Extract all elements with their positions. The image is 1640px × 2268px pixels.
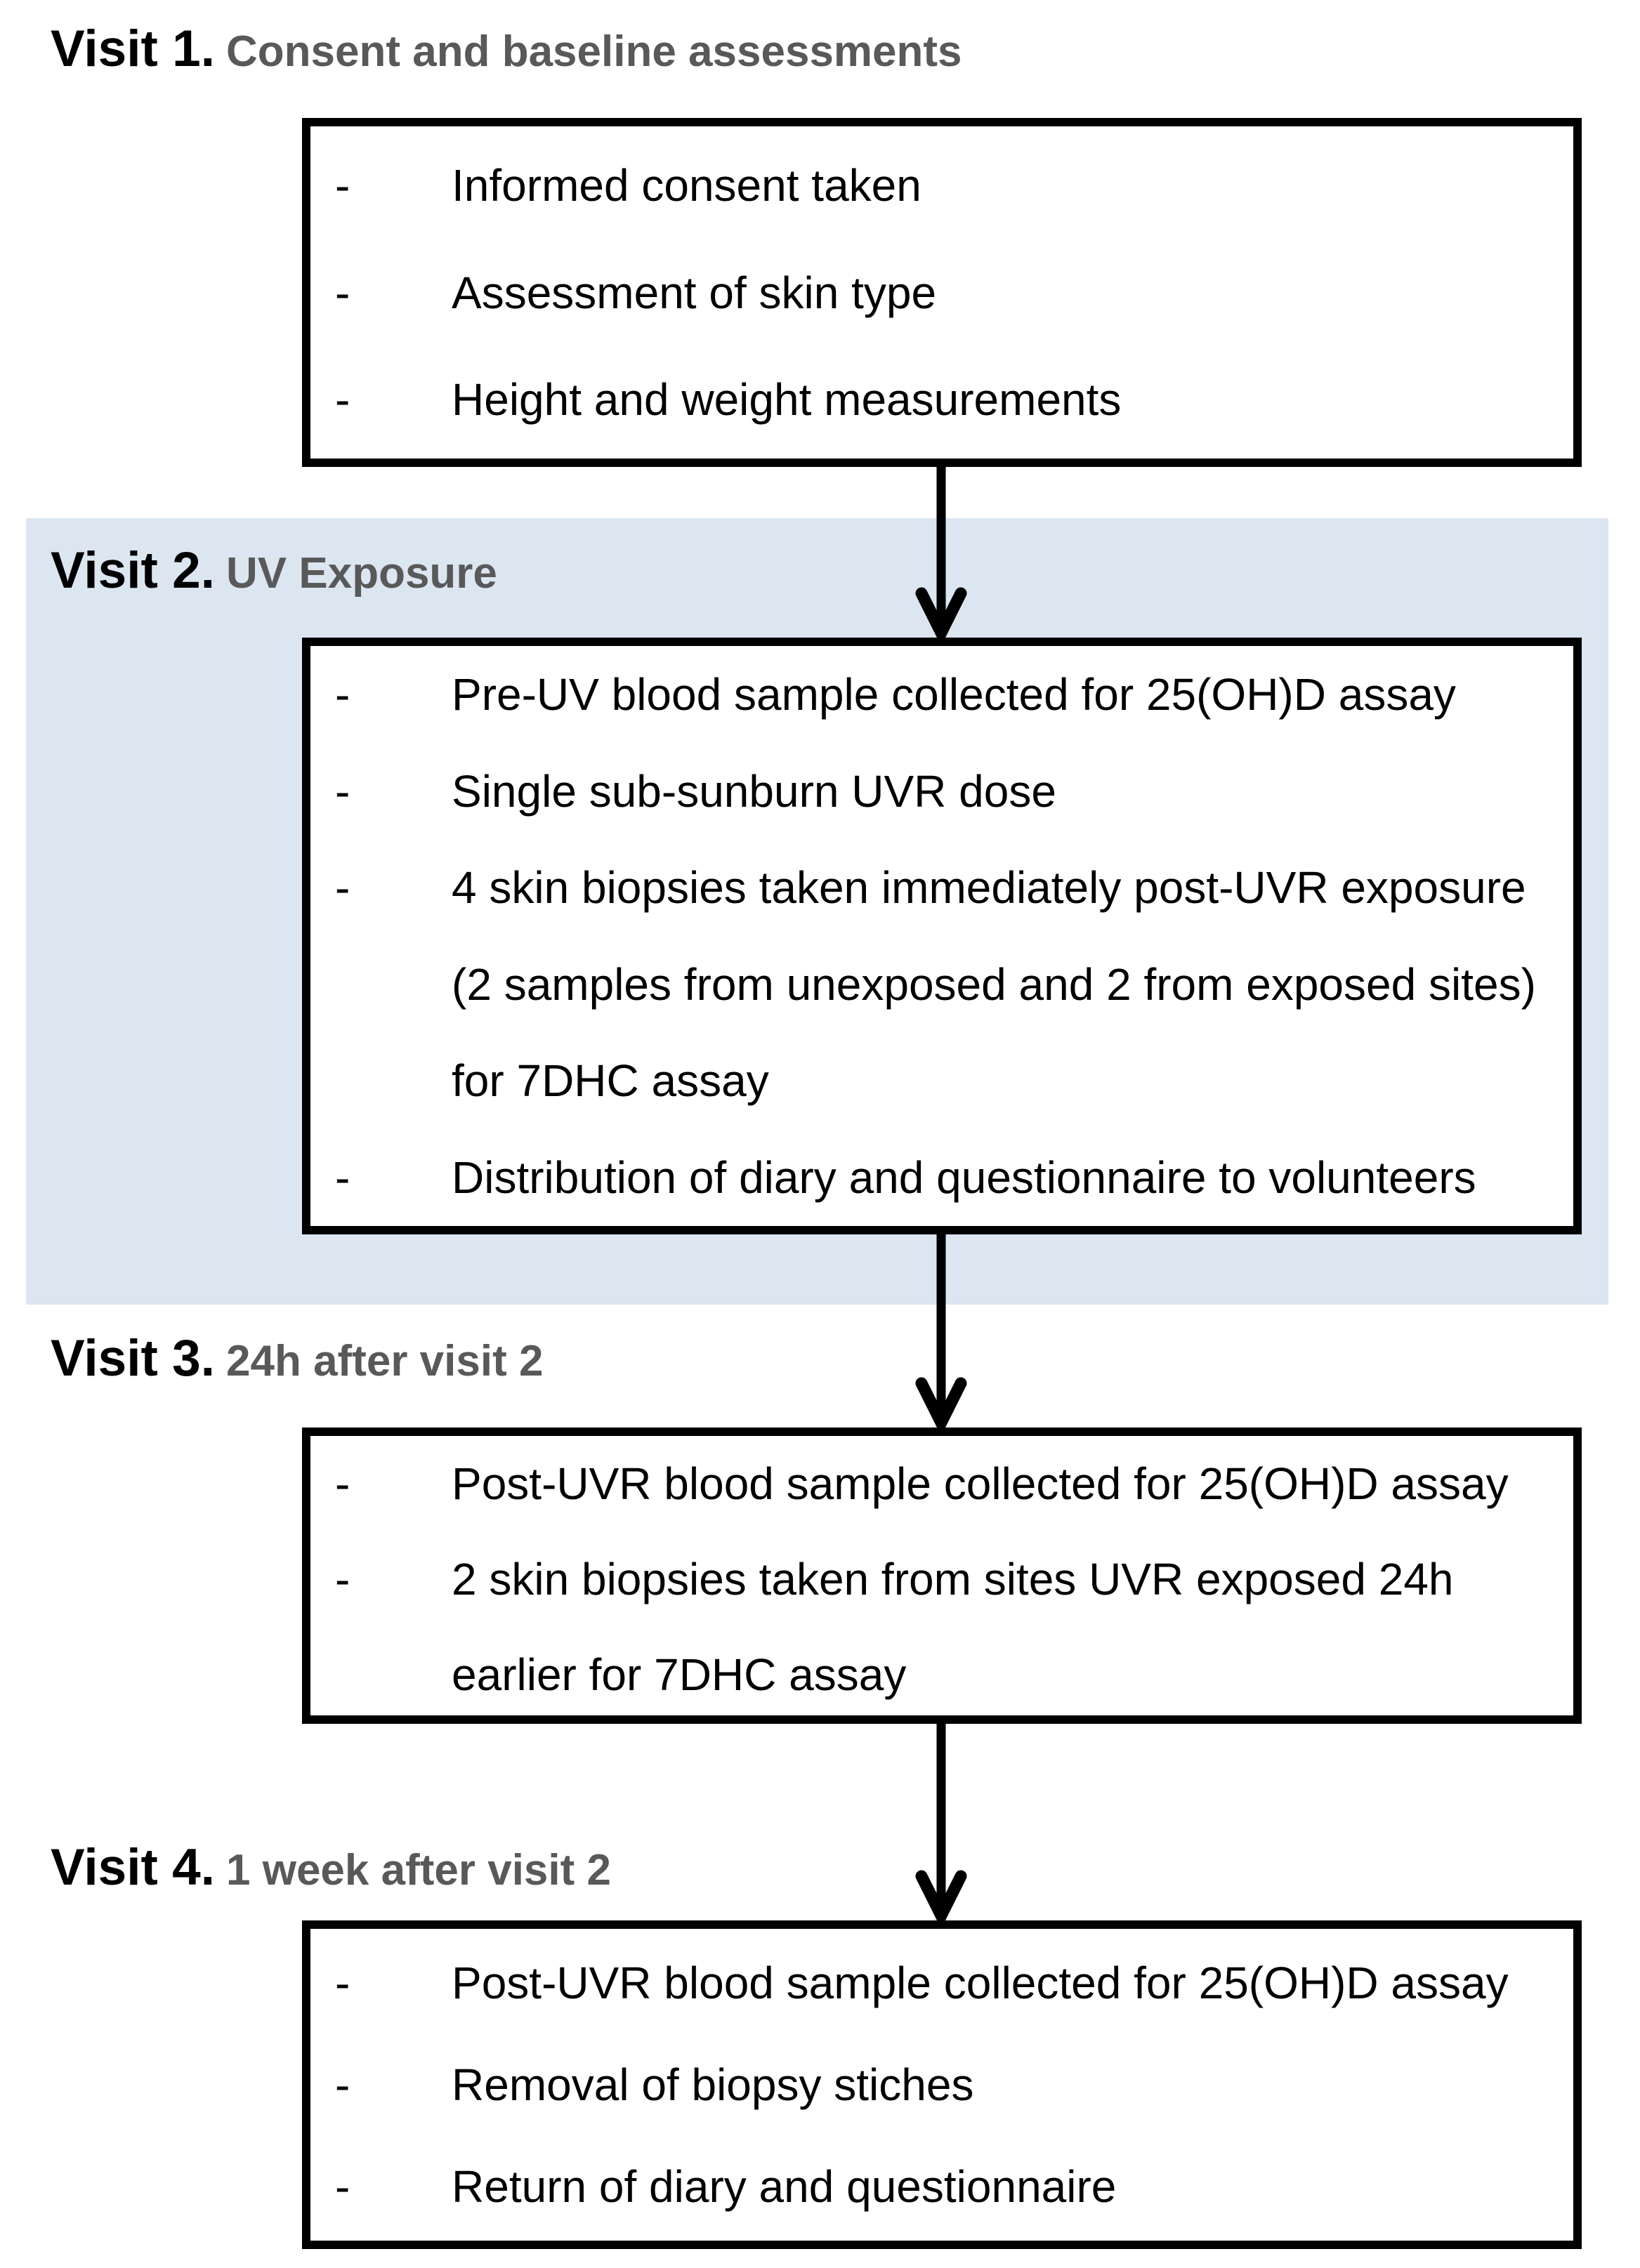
list-item: - Assessment of skin type — [310, 245, 1573, 341]
list-item: - Return of diary and questionnaire — [310, 2139, 1573, 2234]
bullet-dash: - — [335, 267, 350, 318]
list-item: - Single sub-sunburn UVR dose — [310, 744, 1573, 839]
item-text: Assessment of skin type — [452, 267, 937, 318]
visit4-subtitle: 1 week after visit 2 — [226, 1846, 611, 1894]
visit3-heading: Visit 3.24h after visit 2 — [51, 1333, 543, 1384]
item-text: 2 skin biopsies taken from sites UVR exp… — [452, 1554, 1454, 1604]
list-item: - 2 skin biopsies taken from sites UVR e… — [310, 1531, 1573, 1627]
bullet-dash: - — [335, 374, 350, 425]
visit4-heading: Visit 4.1 week after visit 2 — [51, 1842, 611, 1893]
bullet-dash: - — [335, 1958, 350, 2008]
bullet-dash: - — [335, 160, 350, 211]
visit2-box: - Pre-UV blood sample collected for 25(O… — [302, 638, 1582, 1234]
bullet-dash: - — [335, 1152, 350, 1203]
item-text: Return of diary and questionnaire — [452, 2161, 1117, 2212]
item-text: earlier for 7DHC assay — [452, 1649, 907, 1700]
item-text: Distribution of diary and questionnaire … — [452, 1152, 1476, 1203]
item-text: (2 samples from unexposed and 2 from exp… — [452, 958, 1536, 1010]
visit3-label: Visit 3. — [51, 1330, 216, 1387]
visit4-label: Visit 4. — [51, 1839, 216, 1896]
list-item-continuation: earlier for 7DHC assay — [310, 1627, 1573, 1722]
bullet-dash: - — [335, 669, 350, 720]
list-item: - Post-UVR blood sample collected for 25… — [310, 1935, 1573, 2031]
list-item: - Pre-UV blood sample collected for 25(O… — [310, 647, 1573, 742]
bullet-dash: - — [335, 765, 350, 817]
item-text: Post-UVR blood sample collected for 25(O… — [452, 1958, 1509, 2008]
flow-arrow-icon — [915, 1234, 967, 1428]
visit1-box: - Informed consent taken - Assessment of… — [302, 118, 1582, 467]
visit1-heading: Visit 1.Consent and baseline assessments — [51, 23, 962, 74]
visit4-box: - Post-UVR blood sample collected for 25… — [302, 1920, 1582, 2249]
list-item: - Informed consent taken — [310, 138, 1573, 233]
visit1-subtitle: Consent and baseline assessments — [226, 27, 962, 76]
list-item-continuation: (2 samples from unexposed and 2 from exp… — [310, 937, 1573, 1032]
item-text: Pre-UV blood sample collected for 25(OH)… — [452, 669, 1456, 720]
bullet-dash: - — [335, 2059, 350, 2110]
item-text: Height and weight measurements — [452, 374, 1122, 425]
visit1-label: Visit 1. — [51, 20, 216, 77]
visit2-subtitle: UV Exposure — [226, 549, 497, 598]
item-text: Post-UVR blood sample collected for 25(O… — [452, 1458, 1509, 1509]
item-text: 4 skin biopsies taken immediately post-U… — [452, 862, 1526, 914]
visit3-subtitle: 24h after visit 2 — [226, 1337, 544, 1385]
item-text: Removal of biopsy stiches — [452, 2059, 974, 2110]
flow-arrow-icon — [915, 1723, 967, 1921]
visit2-label: Visit 2. — [51, 542, 216, 599]
visit2-heading: Visit 2.UV Exposure — [51, 545, 497, 596]
bullet-dash: - — [335, 862, 350, 914]
list-item: - Removal of biopsy stiches — [310, 2037, 1573, 2132]
list-item-continuation: for 7DHC assay — [310, 1033, 1573, 1128]
list-item: - Distribution of diary and questionnair… — [310, 1130, 1573, 1225]
item-text: Informed consent taken — [452, 160, 921, 211]
list-item: - 4 skin biopsies taken immediately post… — [310, 840, 1573, 935]
bullet-dash: - — [335, 1458, 350, 1509]
flow-arrow-icon — [915, 467, 967, 638]
list-item: - Height and weight measurements — [310, 352, 1573, 447]
list-item: - Post-UVR blood sample collected for 25… — [310, 1436, 1573, 1531]
bullet-dash: - — [335, 1554, 350, 1604]
item-text: for 7DHC assay — [452, 1055, 769, 1107]
bullet-dash: - — [335, 2161, 350, 2212]
visit3-box: - Post-UVR blood sample collected for 25… — [302, 1428, 1582, 1724]
item-text: Single sub-sunburn UVR dose — [452, 765, 1056, 817]
